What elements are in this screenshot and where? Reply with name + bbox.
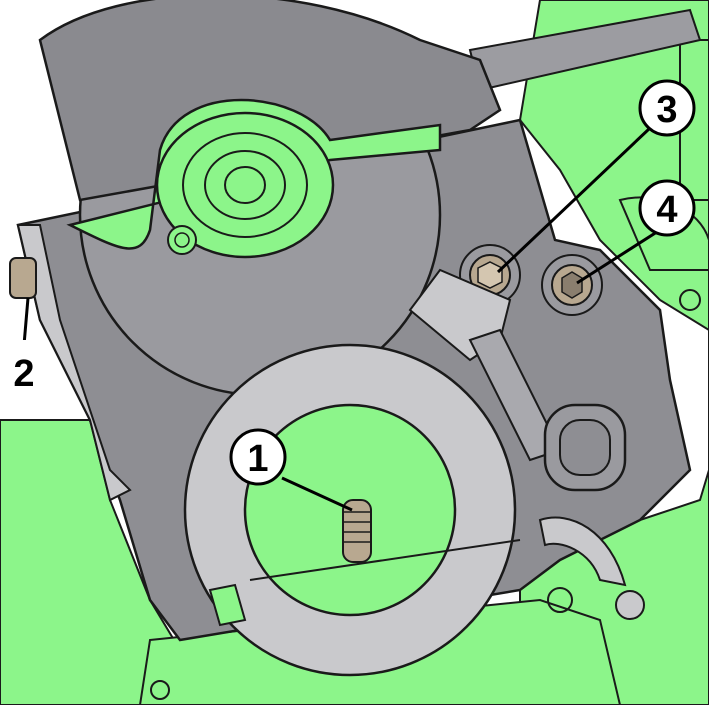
callout-1: 1	[229, 428, 287, 486]
pin-1	[342, 499, 372, 563]
callout-4-label: 4	[656, 189, 677, 231]
callout-2-label: 2	[13, 353, 34, 395]
callout-3: 3	[638, 79, 696, 137]
sensor-clamp	[408, 268, 645, 620]
side-bolt-2	[9, 257, 37, 299]
callout-4: 4	[638, 179, 696, 237]
bolt-3	[459, 244, 521, 306]
callout-leaders	[22, 126, 661, 512]
callout-3-label: 3	[656, 89, 677, 131]
callout-2: 2	[0, 340, 48, 395]
callout-1-label: 1	[247, 438, 268, 480]
bolt-4	[541, 254, 603, 316]
upper-window	[66, 98, 442, 259]
bottom-bracket	[150, 583, 247, 700]
